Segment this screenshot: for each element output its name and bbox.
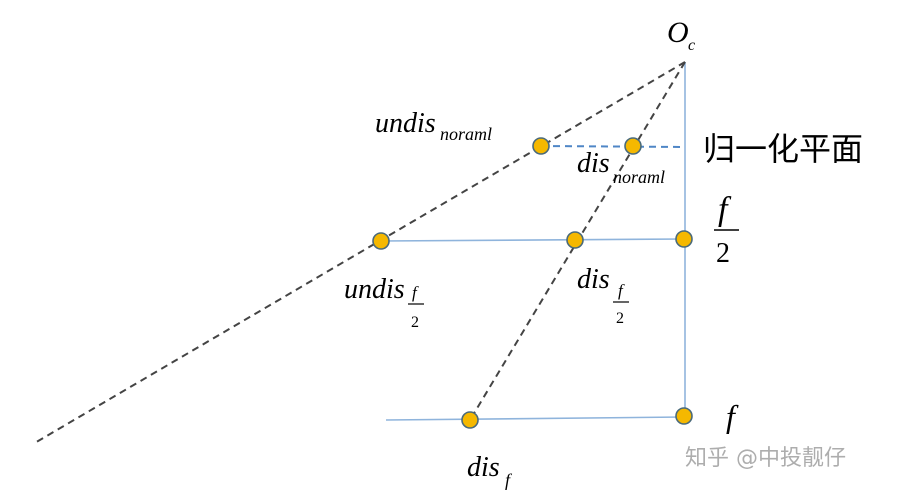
dis-f-point — [461, 411, 479, 429]
half-f-axis-point — [675, 230, 693, 248]
half-focal-plane-line — [380, 238, 686, 242]
f-axis-point — [675, 407, 693, 425]
normalized-plane-dashed-line — [540, 145, 686, 148]
focal-length-label: f — [726, 398, 739, 434]
dis-half-f-point — [566, 231, 584, 249]
half-focal-denominator: 2 — [716, 238, 730, 269]
undis-half-f-sub-denominator: 2 — [411, 314, 419, 331]
dis-f-subscript: f — [505, 470, 513, 490]
undis-half-f-sub-numerator: f — [412, 283, 419, 302]
undis-normal-subscript: noraml — [440, 124, 492, 144]
dis-half-f-label: dis — [577, 264, 610, 295]
half-focal-numerator: f — [718, 191, 732, 228]
dis-f-label: dis — [467, 452, 500, 483]
dis-normal-label: dis — [577, 148, 610, 179]
origin-label: O — [667, 16, 689, 49]
dis-half-f-sub-numerator: f — [618, 281, 625, 300]
dis-normal-subscript: noraml — [613, 167, 665, 187]
zhihu-watermark: 知乎 @中投靓仔 — [685, 446, 846, 471]
undis-half-f-label: undis — [344, 274, 405, 305]
undis-normal-label: undis — [375, 108, 436, 139]
undis-half-f-point — [372, 232, 390, 250]
origin-subscript: c — [688, 37, 695, 54]
dis-normal-point — [624, 137, 642, 155]
dis-half-f-sub-denominator: 2 — [616, 310, 624, 327]
undis-normal-point — [532, 137, 550, 155]
undistorted-ray — [32, 61, 686, 445]
normalized-plane-label: 归一化平面 — [703, 130, 863, 168]
focal-plane-line — [385, 416, 686, 421]
